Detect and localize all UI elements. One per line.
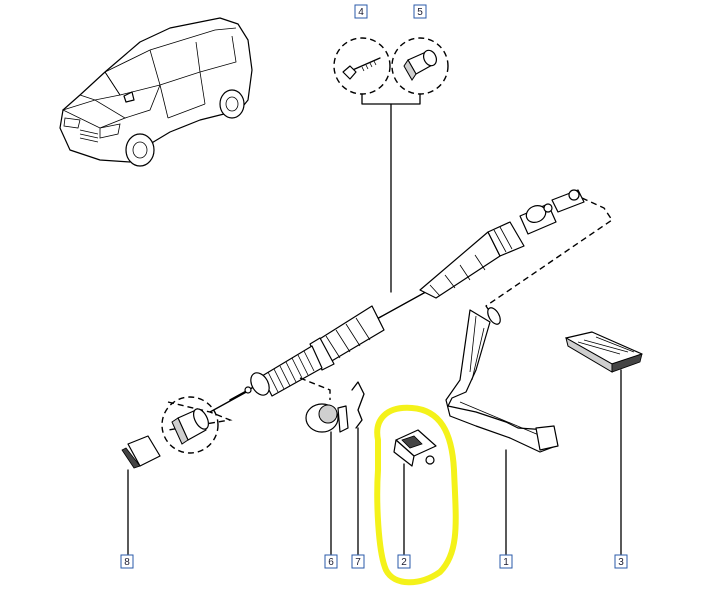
callout-3: 3 [614,554,628,569]
callout-7: 7 [351,554,365,569]
part-5-nut [391,37,449,95]
callout-5: 5 [413,4,427,19]
part-1-lever [445,305,559,555]
dash-to-8 [167,401,233,431]
gear-cable [209,189,613,413]
svg-text:6: 6 [328,557,334,568]
part-7-clip [351,381,365,555]
dash-to-6 [299,377,331,400]
svg-text:8: 8 [124,557,130,568]
car-illustration [59,17,253,167]
highlight-outline [374,404,459,586]
callout-6: 6 [324,554,338,569]
part-3-pad [565,331,643,555]
svg-text:3: 3 [618,557,624,568]
svg-text:5: 5 [417,7,423,18]
part-6-grommet [305,403,349,555]
svg-text:1: 1 [503,557,509,568]
svg-text:2: 2 [401,557,407,568]
svg-text:7: 7 [355,557,361,568]
svg-text:4: 4 [358,7,364,18]
part-2-bracket [374,404,459,586]
part-8-bushing [121,396,219,555]
callout-2: 2 [397,554,411,569]
callout-1: 1 [499,554,513,569]
callout-4: 4 [354,4,368,19]
callout-8: 8 [120,554,134,569]
leader-4-5 [361,93,421,293]
part-4-bolt [333,37,391,95]
